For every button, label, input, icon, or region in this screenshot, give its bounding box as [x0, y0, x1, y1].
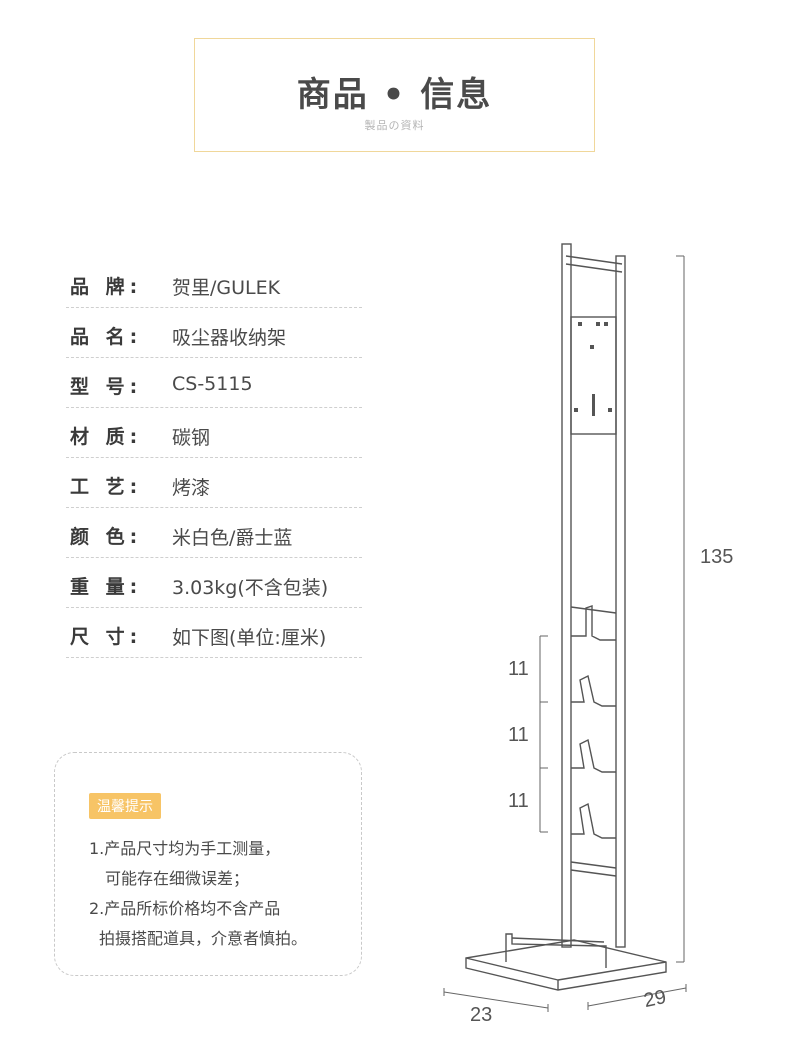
- spec-label: 品 名:: [70, 326, 143, 348]
- dim-gap1-label: 11: [508, 658, 529, 680]
- dim-gap2-label: 11: [508, 724, 529, 746]
- spec-label: 颜 色:: [70, 526, 143, 548]
- hook-4: [571, 802, 616, 839]
- top-bar: [565, 255, 623, 265]
- dim-depth-label: 29: [641, 985, 669, 1013]
- left-upright: [561, 243, 572, 948]
- depth-dim-line: [587, 987, 687, 1007]
- spec-value: CS-5115: [172, 373, 253, 395]
- width-dim-line: [443, 991, 549, 1009]
- spec-label: 型 号:: [70, 376, 143, 398]
- page-title: 商品 • 信息: [296, 75, 493, 115]
- spec-row-material: 材 质: 碳钢: [66, 408, 362, 458]
- spec-label: 尺 寸:: [70, 626, 143, 648]
- spec-row-name: 品 名: 吸尘器收纳架: [66, 308, 362, 358]
- tips-line: 拍摄搭配道具，介意者慎拍。: [99, 929, 308, 948]
- dim-gap3-label: 11: [508, 790, 529, 812]
- spec-row-brand: 品 牌: 贺里/GULEK: [66, 258, 362, 308]
- spec-row-size: 尺 寸: 如下图(单位:厘米): [66, 608, 362, 658]
- dim-width-label: 23: [470, 1004, 493, 1026]
- page-subtitle: 製品の資料: [364, 119, 425, 132]
- tips-badge: 温馨提示: [89, 793, 161, 819]
- spec-value: 碳钢: [172, 427, 211, 449]
- dim-height-label: 135: [700, 546, 734, 568]
- right-upright: [615, 255, 626, 948]
- spec-label: 重 量:: [70, 576, 143, 598]
- spec-label: 材 质:: [70, 426, 143, 448]
- spec-row-weight: 重 量: 3.03kg(不含包装): [66, 558, 362, 608]
- hook-2: [571, 674, 616, 707]
- spec-label: 工 艺:: [70, 476, 143, 498]
- spec-row-process: 工 艺: 烤漆: [66, 458, 362, 508]
- spec-value: 米白色/爵士蓝: [172, 527, 293, 549]
- hook-3: [571, 738, 616, 773]
- hook-1: [571, 605, 616, 641]
- tips-line: 2.产品所标价格均不含产品: [89, 899, 281, 918]
- mount-plate: [570, 316, 617, 435]
- spec-label: 品 牌:: [70, 276, 143, 298]
- tips-line: 可能存在细微误差；: [105, 869, 250, 888]
- spec-value: 如下图(单位:厘米): [172, 627, 327, 649]
- spec-value: 吸尘器收纳架: [172, 327, 287, 349]
- spec-row-color: 颜 色: 米白色/爵士蓝: [66, 508, 362, 558]
- tips-line: 1.产品尺寸均为手工测量，: [89, 839, 281, 858]
- spec-value: 烤漆: [172, 477, 211, 499]
- spec-value: 3.03kg(不含包装): [172, 577, 329, 599]
- base-frame: [505, 933, 607, 968]
- header-box: 商品 • 信息 製品の資料: [194, 38, 595, 152]
- tips-box: 温馨提示 1.产品尺寸均为手工测量， 可能存在细微误差； 2.产品所标价格均不含…: [54, 752, 362, 976]
- spec-value: 贺里/GULEK: [172, 277, 281, 299]
- spec-row-model: 型 号: CS-5115: [66, 358, 362, 408]
